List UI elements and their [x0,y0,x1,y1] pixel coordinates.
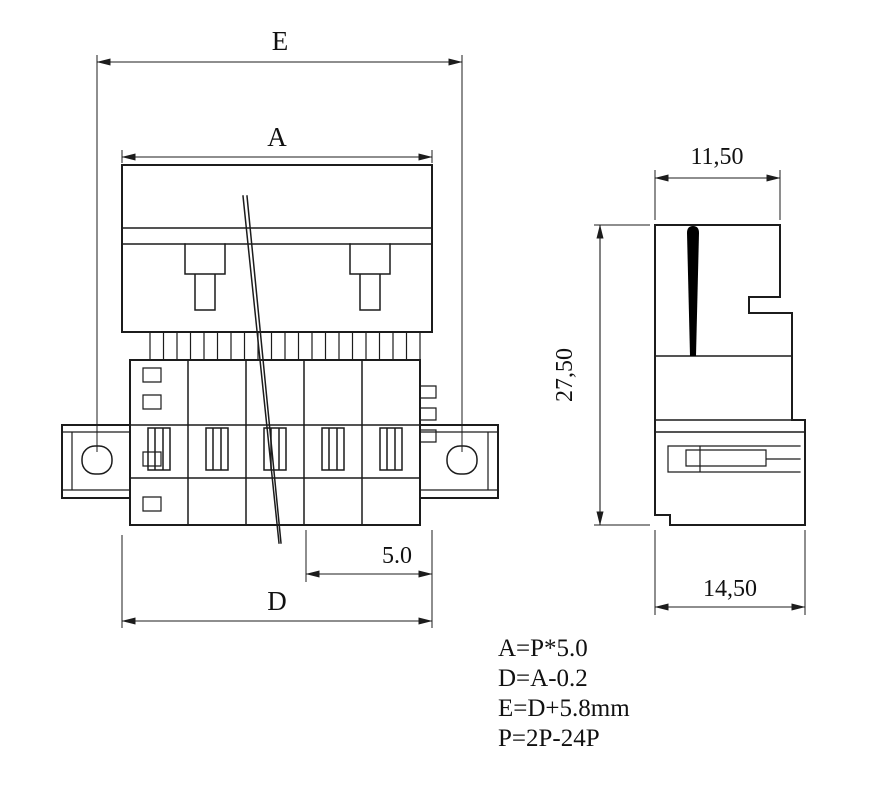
dimension-side-top-width-label: 11,50 [690,144,743,170]
dimension-e: E [96,26,463,452]
right-flange-outline [419,424,499,499]
screw-slot [147,427,171,471]
dimension-pitch-label: 5.0 [382,543,412,569]
front-lever-line [242,195,282,544]
dimension-e-extension-lines [96,55,463,452]
dimension-side-height-label: 27,50 [552,348,578,402]
side-outline [654,224,806,526]
screw-slot [205,427,229,471]
front-right-clips [419,385,437,443]
front-contact-comb [149,331,421,361]
dimension-side-bottom-width-extension-lines [654,530,806,615]
front-latch-left [184,243,226,311]
dimension-d-label: D [267,586,287,616]
front-body-grid [129,359,421,526]
side-view [654,224,806,526]
front-latch-right [349,243,391,311]
screw-slot [379,427,403,471]
front-header-outline [121,164,433,333]
formula-line-p: P=2P-24P [498,725,600,752]
dimension-d: D [121,535,433,628]
dimension-side-height-extension-lines [594,224,650,526]
formula-notes: A=P*5.0 D=A-0.2 E=D+5.8mm P=2P-24P [498,635,630,752]
front-left-clips [142,367,162,512]
dimension-pitch: 5.0 [305,530,433,582]
front-screw-slots [147,427,403,471]
formula-line-d: D=A-0.2 [498,665,588,692]
formula-line-a: A=P*5.0 [498,635,588,662]
front-right-flange [419,424,499,499]
screw-slot [321,427,345,471]
front-view [61,164,499,544]
dimension-side-bottom-width-label: 14,50 [703,576,757,602]
front-header-inner-lines [121,227,433,245]
side-internal-lines [654,355,806,433]
dimension-e-label: E [272,26,289,56]
dimension-side-height: 27,50 [552,224,650,526]
formula-line-e: E=D+5.8mm [498,695,630,722]
left-flange-outline [61,424,131,499]
right-flange-inner [419,431,499,491]
dimension-a-label: A [267,122,287,152]
side-contact-pin [687,226,699,356]
left-flange-inner [61,431,131,491]
dimension-side-bottom-width: 14,50 [654,530,806,615]
front-left-flange [61,424,131,499]
dimension-side-top-width: 11,50 [654,144,781,220]
side-lower-details [667,445,801,473]
dimension-a: A [121,122,433,163]
